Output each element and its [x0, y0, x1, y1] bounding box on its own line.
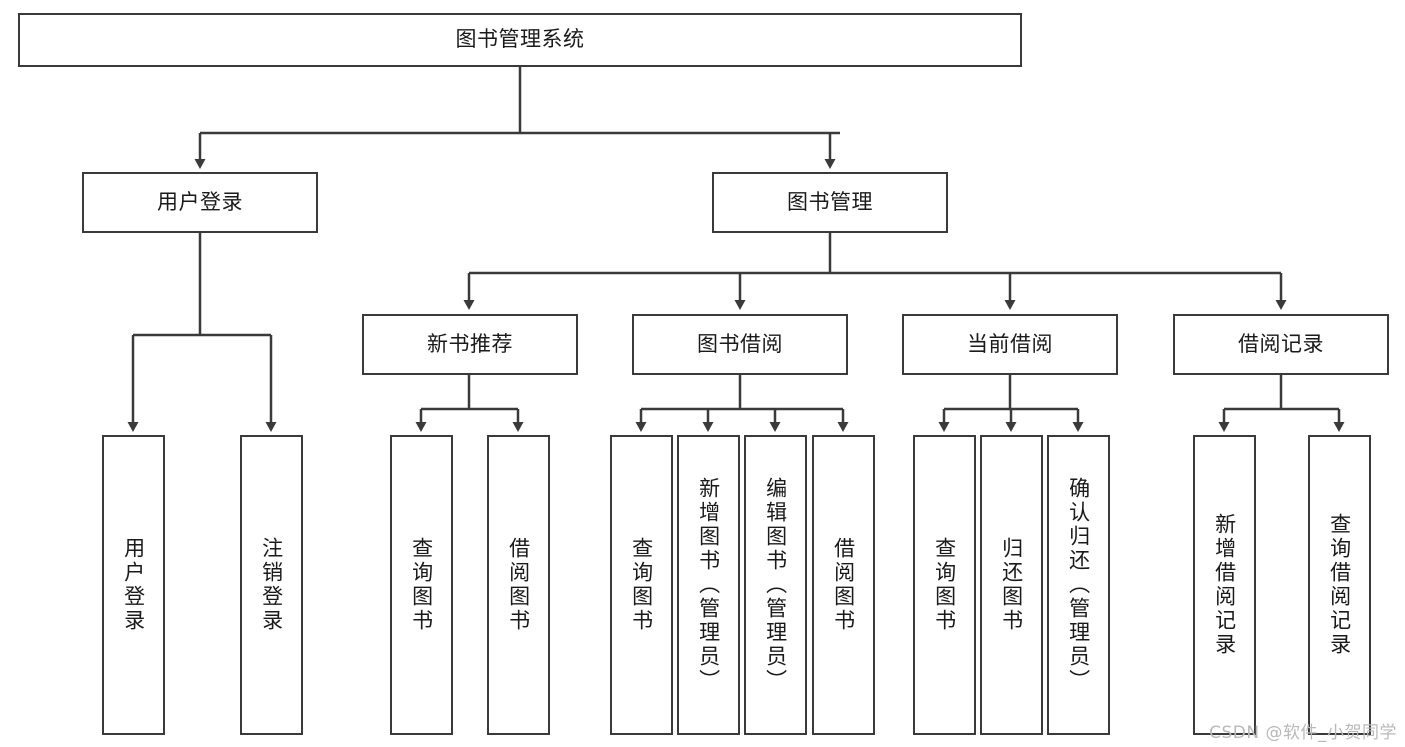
node-label: 用户登录: [157, 189, 243, 214]
node-label: 查询图书: [932, 537, 957, 633]
node-label: 归还图书: [999, 537, 1024, 633]
leaf-book-borrow-query-book[interactable]: 查询图书: [610, 435, 673, 735]
node-label: 确认归还（管理员）: [1066, 477, 1091, 693]
node-new-book-recommend[interactable]: 新书推荐: [362, 314, 578, 375]
node-label: 借阅图书: [831, 537, 856, 633]
leaf-user-login-login[interactable]: 用户登录: [102, 435, 165, 735]
leaf-new-book-borrow-book[interactable]: 借阅图书: [487, 435, 550, 735]
node-label: 借阅记录: [1238, 331, 1324, 356]
node-label: 注销登录: [259, 537, 284, 633]
leaf-current-borrow-confirm-return-admin[interactable]: 确认归还（管理员）: [1047, 435, 1110, 735]
node-root-book-management-system[interactable]: 图书管理系统: [18, 13, 1022, 67]
leaf-current-borrow-query-book[interactable]: 查询图书: [913, 435, 976, 735]
node-label: 查询图书: [629, 537, 654, 633]
csdn-watermark: CSDN @软件_小贺同学: [1209, 723, 1397, 743]
leaf-borrow-records-query-record[interactable]: 查询借阅记录: [1308, 435, 1371, 735]
node-label: 当前借阅: [967, 331, 1053, 356]
node-label: 借阅图书: [506, 537, 531, 633]
leaf-book-borrow-borrow-book[interactable]: 借阅图书: [812, 435, 875, 735]
node-user-login[interactable]: 用户登录: [82, 172, 318, 233]
node-label: 用户登录: [121, 537, 146, 633]
node-label: 图书管理: [787, 189, 873, 214]
node-current-borrow[interactable]: 当前借阅: [902, 314, 1118, 375]
leaf-user-login-logout[interactable]: 注销登录: [240, 435, 303, 735]
node-label: 编辑图书（管理员）: [763, 477, 788, 693]
node-label: 图书借阅: [697, 331, 783, 356]
node-label: 查询借阅记录: [1327, 513, 1352, 657]
node-label: 查询图书: [409, 537, 434, 633]
node-book-borrow[interactable]: 图书借阅: [632, 314, 848, 375]
node-borrow-records[interactable]: 借阅记录: [1173, 314, 1389, 375]
leaf-book-borrow-edit-book-admin[interactable]: 编辑图书（管理员）: [744, 435, 807, 735]
leaf-borrow-records-add-record[interactable]: 新增借阅记录: [1193, 435, 1256, 735]
node-book-management[interactable]: 图书管理: [712, 172, 948, 233]
node-label: 新增图书（管理员）: [696, 477, 721, 693]
node-label: 新增借阅记录: [1212, 513, 1237, 657]
leaf-book-borrow-add-book-admin[interactable]: 新增图书（管理员）: [677, 435, 740, 735]
leaf-new-book-query-book[interactable]: 查询图书: [390, 435, 453, 735]
node-label: 新书推荐: [427, 331, 513, 356]
leaf-current-borrow-return-book[interactable]: 归还图书: [980, 435, 1043, 735]
node-label: 图书管理系统: [455, 27, 585, 52]
